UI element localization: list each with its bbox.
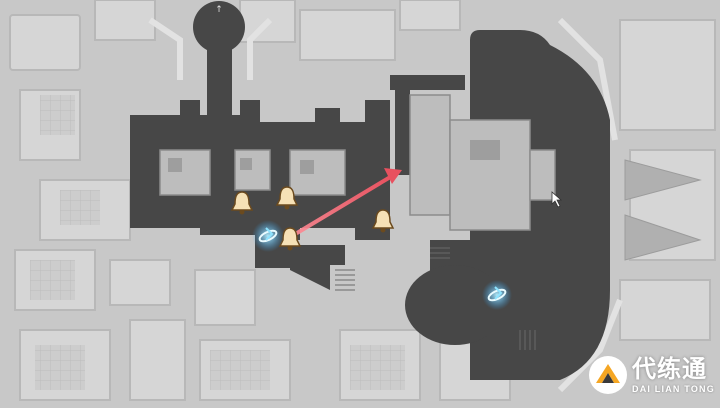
watermark-logo: 代练通 DAI LIAN TONG bbox=[588, 347, 718, 403]
space-anchor-icon bbox=[487, 286, 507, 302]
logo-name-cn: 代练通 bbox=[632, 354, 707, 383]
logo-name-en: DAI LIAN TONG bbox=[632, 383, 715, 394]
courtyards bbox=[159, 94, 556, 231]
logo-icon bbox=[589, 356, 627, 394]
bell-marker[interactable] bbox=[230, 191, 254, 215]
courtyard-details bbox=[168, 140, 500, 174]
background-tiles bbox=[30, 95, 405, 390]
stairs bbox=[335, 247, 536, 350]
bell-marker[interactable] bbox=[275, 186, 299, 210]
spire-decorations bbox=[624, 159, 702, 261]
cursor-icon bbox=[551, 191, 563, 208]
route-arrow bbox=[290, 168, 402, 238]
logo-text: 代练通 DAI LIAN TONG bbox=[632, 357, 715, 394]
space-anchor-marker[interactable] bbox=[252, 220, 284, 252]
tower-up-marker: ↑ bbox=[215, 5, 223, 15]
bell-marker[interactable] bbox=[371, 209, 395, 233]
space-anchor-icon bbox=[258, 227, 278, 243]
bell-marker[interactable] bbox=[278, 227, 302, 251]
space-anchor-marker[interactable] bbox=[482, 280, 512, 310]
background-walls bbox=[148, 17, 623, 393]
